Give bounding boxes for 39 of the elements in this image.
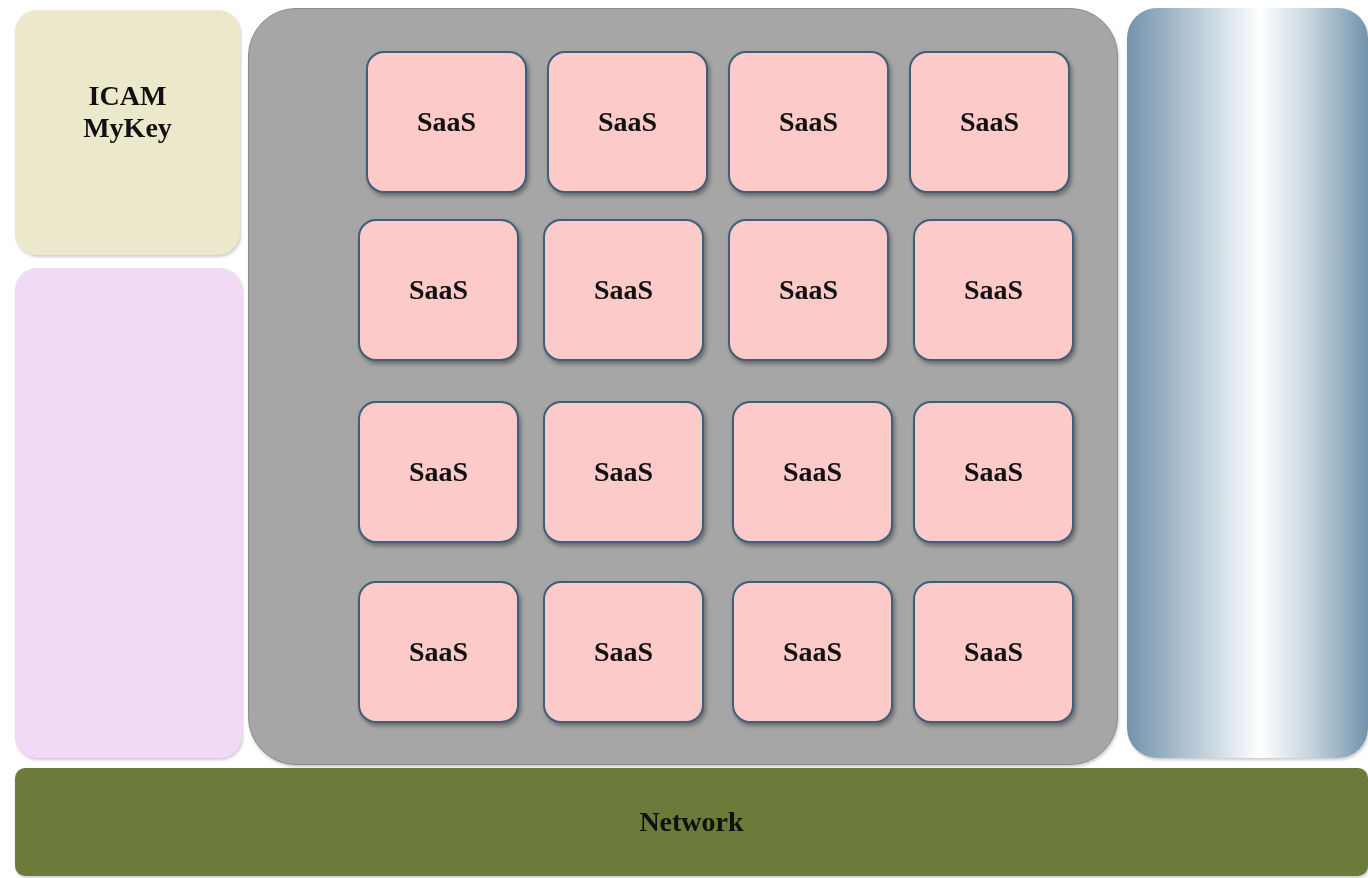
node-label: SaaS	[959, 105, 1020, 139]
node-label: SaaS	[963, 635, 1024, 669]
node-label: SaaS	[593, 635, 654, 669]
node-label: SaaS	[593, 455, 654, 489]
node-label: SaaS	[597, 105, 658, 139]
node-label: SaaS	[416, 105, 477, 139]
side-panel	[15, 268, 242, 758]
saas-box	[728, 51, 889, 193]
node-label: Network	[639, 805, 744, 839]
saas-box	[728, 219, 889, 361]
saas-box	[366, 51, 527, 193]
node-label: SaaS	[408, 635, 469, 669]
network-bar	[15, 768, 1368, 876]
node-label: SaaS	[408, 455, 469, 489]
node-label: ICAM MyKey	[82, 80, 173, 145]
identity-panel	[15, 10, 240, 255]
saas-box	[358, 219, 519, 361]
gradient-panel	[1127, 8, 1368, 758]
node-label: SaaS	[408, 273, 469, 307]
node-label: SaaS	[782, 455, 843, 489]
saas-box	[547, 51, 708, 193]
saas-box	[358, 401, 519, 543]
saas-box	[913, 219, 1074, 361]
saas-box	[358, 581, 519, 723]
saas-box	[732, 401, 893, 543]
platform-container	[248, 8, 1118, 765]
saas-box	[543, 219, 704, 361]
node-label: SaaS	[778, 273, 839, 307]
saas-box	[732, 581, 893, 723]
saas-box	[913, 401, 1074, 543]
node-label: SaaS	[593, 273, 654, 307]
saas-box	[543, 401, 704, 543]
node-label: SaaS	[778, 105, 839, 139]
saas-box	[909, 51, 1070, 193]
saas-box	[543, 581, 704, 723]
node-label: SaaS	[782, 635, 843, 669]
node-label: SaaS	[963, 455, 1024, 489]
saas-box	[913, 581, 1074, 723]
node-label: SaaS	[963, 273, 1024, 307]
